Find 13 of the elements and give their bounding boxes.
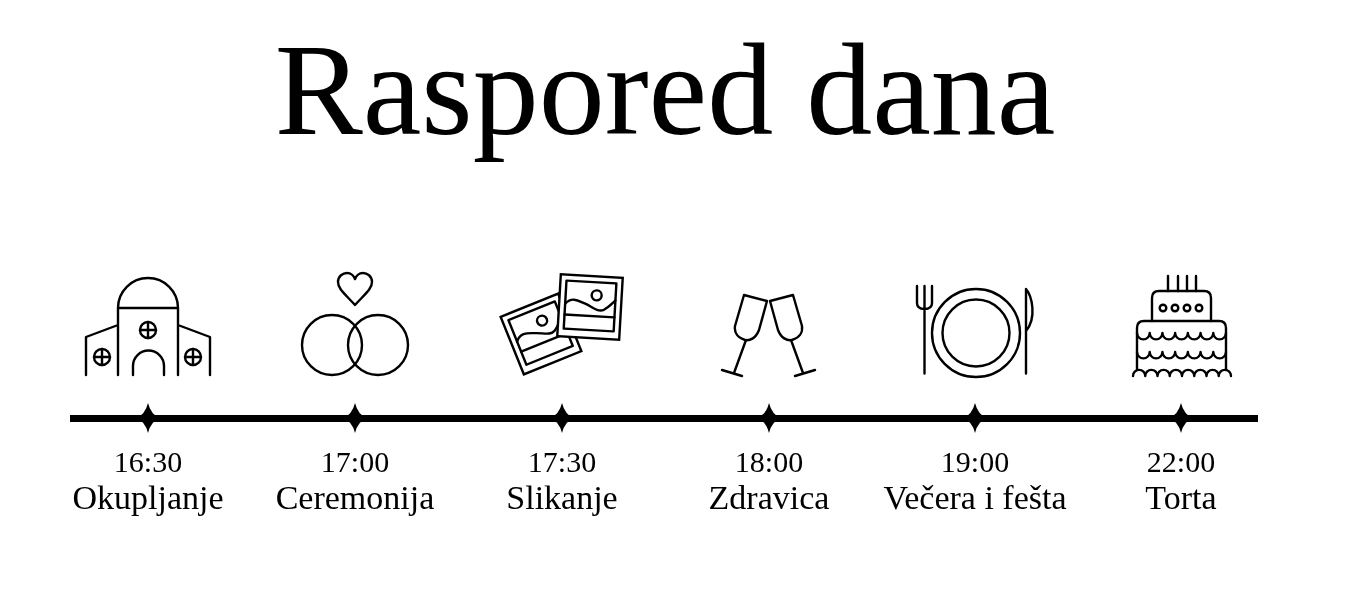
event-label: Slikanje [506,478,618,519]
event-label: Ceremonija [275,478,435,519]
page-title: Raspored dana [274,14,1056,165]
event-label: Večera i fešta [883,478,1067,519]
time-label: 22:00 [1146,443,1216,480]
event-label: Okupljanje [72,478,224,519]
event-label: Torta [1145,478,1217,519]
time-label: 17:30 [527,443,597,480]
event-label: Zdravica [708,478,830,519]
time-label: 18:00 [734,443,804,480]
time-label: 17:00 [320,443,390,480]
time-label: 19:00 [940,443,1010,480]
time-label: 16:30 [113,443,183,480]
